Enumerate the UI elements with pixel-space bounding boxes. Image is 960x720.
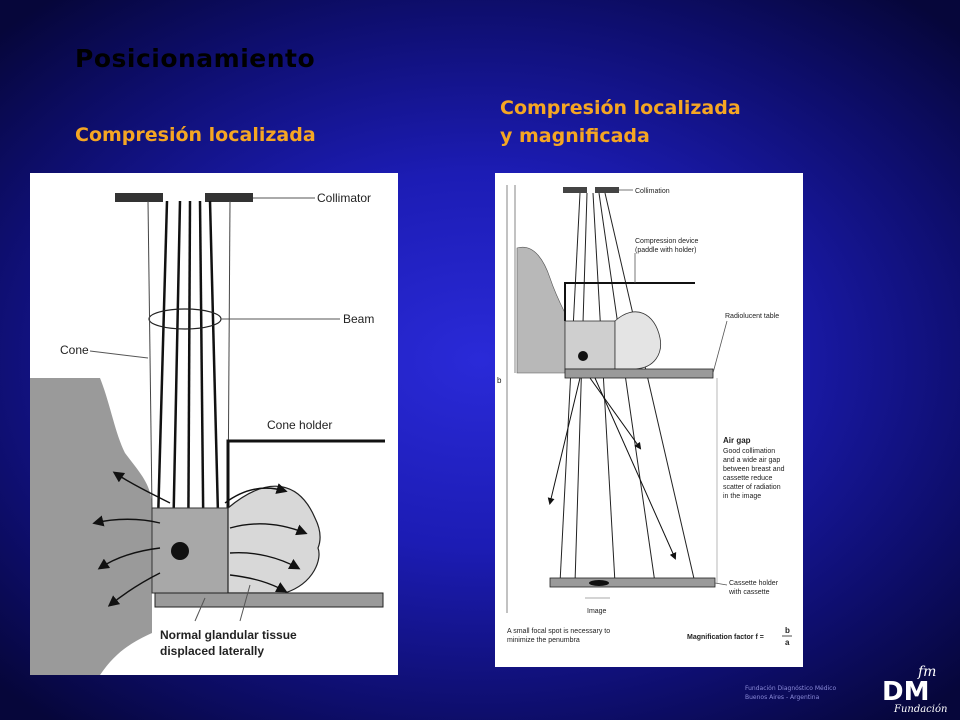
magnification-svg: a b Collimation Compression device (padd… <box>497 185 792 647</box>
tissue-label-1: Normal glandular tissue <box>160 628 297 642</box>
b-label: b <box>497 376 502 385</box>
beam-label: Beam <box>343 312 374 326</box>
scatter-arrows <box>547 377 677 560</box>
spot-compression-svg: Collimator Beam Cone Cone holder <box>30 191 385 675</box>
cone-left-side <box>147 200 153 509</box>
slide-title: Posicionamiento <box>75 44 316 73</box>
cone-label: Cone <box>60 343 89 357</box>
subtitle-right: Compresión localizada y magnificada <box>500 94 741 150</box>
air-gap-line1: Good collimation <box>723 448 775 455</box>
air-gap-line2: and a wide air gap <box>723 457 780 464</box>
beam-ellipse <box>148 308 222 330</box>
logo-main-text: DM <box>882 677 929 707</box>
collimation-label: Collimation <box>635 188 670 195</box>
radiolucent-table <box>564 368 714 379</box>
table-label: Radiolucent table <box>725 313 779 320</box>
magnification-label: Magnification factor f = <box>687 634 764 641</box>
magnification-compression-diagram: a b Collimation Compression device (padd… <box>495 173 803 667</box>
lesion-dot <box>171 542 189 560</box>
tissue-label-2: displaced laterally <box>160 644 264 658</box>
cone-holder <box>226 439 385 508</box>
magnification-numerator: b <box>785 626 790 635</box>
collimator-label: Collimator <box>317 191 371 205</box>
air-gap-line4: cassette reduce <box>723 475 773 482</box>
logo-sub-text: Fundación <box>893 704 947 715</box>
compressed-area-right <box>564 320 616 370</box>
cone-holder-label: Cone holder <box>267 418 332 432</box>
collimator-right-block <box>205 193 253 202</box>
logo-small-text: fm <box>917 664 936 680</box>
compression-label-2: (paddle with holder) <box>635 247 696 254</box>
image-label: Image <box>587 608 607 615</box>
lesion-image <box>589 580 609 586</box>
lesion-dot-right <box>578 351 588 361</box>
cassette-label-1: Cassette holder <box>729 580 779 587</box>
beam-lines-right <box>559 192 696 584</box>
spot-compression-diagram: Collimator Beam Cone Cone holder <box>30 173 398 675</box>
focal-label-2: minimize the penumbra <box>507 637 580 644</box>
compressed-area <box>151 507 229 594</box>
collimator-left-block <box>115 193 163 202</box>
table-plate <box>154 592 384 608</box>
cassette-holder <box>549 577 716 588</box>
air-gap-line3: between breast and <box>723 466 785 473</box>
magnification-denominator: a <box>785 638 790 647</box>
compression-paddle <box>564 282 695 321</box>
footer-line2: Buenos Aires - Argentina <box>745 694 820 701</box>
focal-label-1: A small focal spot is necessary to <box>507 628 610 635</box>
air-gap-line5: scatter of radiation <box>723 484 781 491</box>
tissue-bulge-right <box>614 311 662 370</box>
air-gap-title: Air gap <box>723 436 751 445</box>
air-gap-line6: in the image <box>723 493 761 500</box>
collimator-block-r <box>595 187 619 193</box>
foundation-logo: fm DM Fundación <box>878 660 950 716</box>
breast-shape <box>30 378 152 675</box>
subtitle-left: Compresión localizada <box>75 124 316 146</box>
subtitle-right-line2: y magnificada <box>500 125 650 147</box>
cassette-label-2: with cassette <box>728 589 770 596</box>
breast-shape-right <box>516 246 566 374</box>
compression-label-1: Compression device <box>635 238 699 245</box>
subtitle-right-line1: Compresión localizada <box>500 97 741 119</box>
collimator-block-l <box>563 187 587 193</box>
footer-line1: Fundación Diagnóstico Médico <box>745 685 837 692</box>
displacement-arrows <box>92 471 308 607</box>
